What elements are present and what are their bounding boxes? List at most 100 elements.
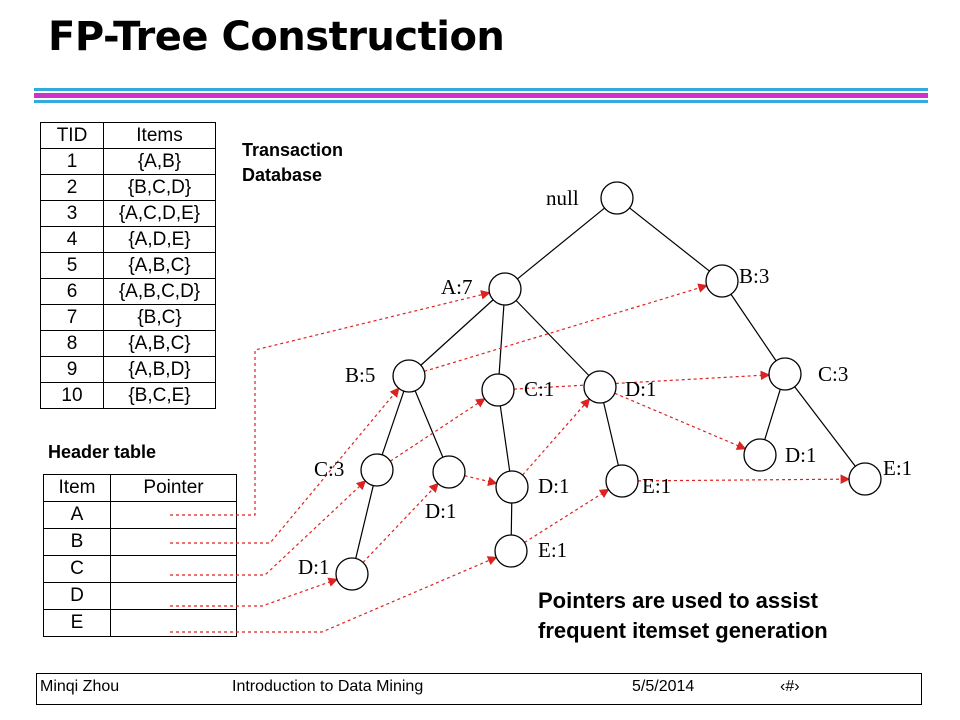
tree-node-label: C:3 xyxy=(314,457,344,481)
items-cell: {A,C,D,E} xyxy=(103,200,216,227)
tree-node-label: E:1 xyxy=(883,456,912,480)
tree-node xyxy=(432,455,466,489)
items-cell: {B,C,D} xyxy=(103,174,216,201)
tree-node-label: C:3 xyxy=(818,362,848,386)
tree-edge xyxy=(420,299,494,366)
tree-node-label: null xyxy=(546,186,579,210)
tree-node xyxy=(583,370,617,404)
header-pointer-c xyxy=(170,480,367,576)
tree-node xyxy=(335,557,369,591)
tree-node xyxy=(743,438,777,472)
tree-node-label: E:1 xyxy=(642,474,671,498)
tree-node-label: B:3 xyxy=(739,264,769,288)
tree-node xyxy=(360,453,394,487)
tree-node xyxy=(605,464,639,498)
tree-edge xyxy=(764,389,781,440)
tree-node xyxy=(488,272,522,306)
tree-node xyxy=(705,264,739,298)
node-link-pointer xyxy=(513,370,771,390)
tree-edge xyxy=(498,304,505,375)
node-link-pointer xyxy=(424,283,708,372)
node-link-pointer xyxy=(522,398,591,476)
footer-course: Introduction to Data Mining xyxy=(232,678,424,695)
header-pointer-a xyxy=(170,290,491,516)
node-link-pointer xyxy=(464,475,498,487)
item-cell: B xyxy=(43,528,111,556)
tree-node-label: B:5 xyxy=(345,363,375,387)
tree-node-label: D:1 xyxy=(538,474,570,498)
node-link-pointer xyxy=(614,392,747,450)
table-row: 9{A,B,D} xyxy=(40,356,216,383)
title-divider-blue-top xyxy=(34,88,928,91)
items-cell: {A,D,E} xyxy=(103,226,216,253)
node-link-pointer xyxy=(362,482,439,563)
tree-edge xyxy=(794,386,856,467)
table-row: 8{A,B,C} xyxy=(40,330,216,357)
table-row: D xyxy=(43,582,237,610)
header-pointer-e xyxy=(170,556,498,633)
pointer-cell xyxy=(110,609,237,637)
items-cell: {B,C} xyxy=(103,304,216,331)
title-divider-purple xyxy=(34,93,928,98)
tree-node xyxy=(495,470,529,504)
tree-node xyxy=(768,357,802,391)
pointer-note-line2: frequent itemset generation xyxy=(538,618,828,643)
tree-node xyxy=(600,181,634,215)
footer-bar xyxy=(36,673,922,705)
table-row: B xyxy=(43,528,237,556)
tree-node-label: A:7 xyxy=(441,275,473,299)
tid-cell: 4 xyxy=(40,226,104,253)
node-link-pointer xyxy=(524,488,610,543)
title-divider-blue-bottom xyxy=(34,100,928,103)
tid-cell: 8 xyxy=(40,330,104,357)
header-pointer-d xyxy=(170,577,339,607)
tree-edge xyxy=(603,402,619,466)
column-header: TID xyxy=(40,122,104,149)
table-row: 4{A,D,E} xyxy=(40,226,216,253)
tree-edge xyxy=(414,390,444,458)
tree-node-label: D:1 xyxy=(425,499,457,523)
table-row: 1{A,B} xyxy=(40,148,216,175)
column-header: Items xyxy=(103,122,216,149)
tree-node-label: D:1 xyxy=(785,443,817,467)
items-cell: {A,B,C,D} xyxy=(103,278,216,305)
transaction-database-caption: Transaction Database xyxy=(242,138,343,188)
footer-date: 5/5/2014 xyxy=(632,678,695,695)
page-title: FP-Tree Construction xyxy=(48,14,505,60)
column-header: Item xyxy=(43,474,111,502)
tree-node xyxy=(481,373,515,407)
tree-node-label: D:1 xyxy=(625,377,657,401)
tree-edge xyxy=(510,502,513,536)
pointer-cell xyxy=(110,582,237,610)
tree-node xyxy=(848,462,882,496)
tid-cell: 2 xyxy=(40,174,104,201)
items-cell: {A,B,D} xyxy=(103,356,216,383)
transaction-caption-line1: Transaction xyxy=(242,140,344,160)
tree-edge xyxy=(517,207,605,280)
table-row: 10{B,C,E} xyxy=(40,382,216,409)
tree-edge xyxy=(515,300,590,376)
header-table-caption: Header table xyxy=(48,442,157,462)
tree-node-label: C:1 xyxy=(524,377,554,401)
items-cell: {B,C,E} xyxy=(103,382,216,409)
table-row: E xyxy=(43,609,237,637)
tid-cell: 10 xyxy=(40,382,104,409)
tree-node xyxy=(392,359,426,393)
tid-cell: 7 xyxy=(40,304,104,331)
table-row: 3{A,C,D,E} xyxy=(40,200,216,227)
transaction-caption-line2: Database xyxy=(242,165,323,185)
tree-edge xyxy=(730,293,777,362)
item-cell: E xyxy=(43,609,111,637)
table-row: 7{B,C} xyxy=(40,304,216,331)
footer-author: Minqi Zhou xyxy=(40,678,120,695)
tree-node xyxy=(494,534,528,568)
table-row: 2{B,C,D} xyxy=(40,174,216,201)
column-header: Pointer xyxy=(110,474,237,502)
tree-node-label: E:1 xyxy=(538,538,567,562)
tree-node-label: D:1 xyxy=(298,555,330,579)
